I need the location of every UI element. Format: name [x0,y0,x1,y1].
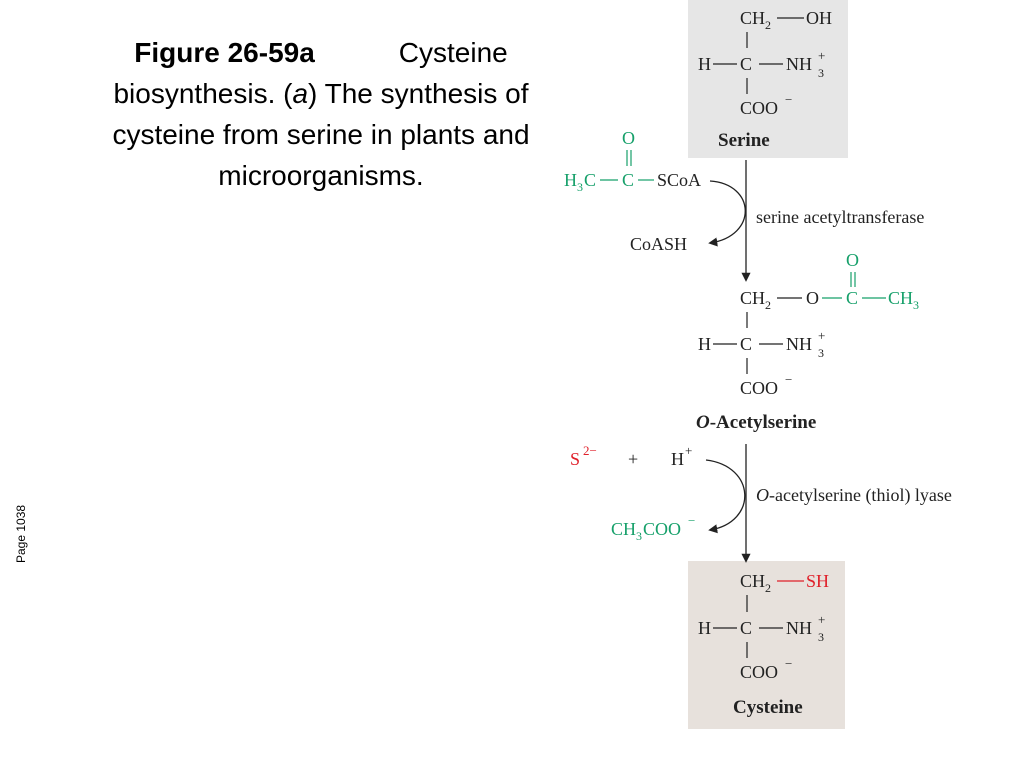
svg-text:C: C [622,170,634,190]
svg-text:3: 3 [636,529,642,543]
svg-text:C: C [740,618,752,638]
coash-label: CoASH [630,234,687,254]
svg-text:C: C [846,288,858,308]
acetyl-coa-structure: O H 3 C C SCoA [564,128,701,194]
svg-text:3: 3 [577,180,583,194]
coash-curved-arrow [708,180,746,247]
svg-text:H: H [698,54,711,74]
sulfide-charge: 2− [583,443,597,458]
cysteine-box [688,561,845,729]
svg-text:H: H [698,334,711,354]
svg-text:H: H [564,170,577,190]
caption-text-2: ) The synthesis of cysteine from serine … [112,78,530,191]
svg-text:−: − [785,92,792,107]
serine-box [688,0,848,158]
serine-label: Serine [718,130,770,151]
figure-label: Figure 26-59a [134,37,315,68]
svg-text:COO: COO [740,662,778,682]
svg-text:C: C [740,334,752,354]
svg-text:C: C [740,54,752,74]
svg-text:COO: COO [643,519,681,539]
svg-text:2: 2 [765,298,771,312]
svg-text:NH: NH [786,54,812,74]
proton-charge: + [685,443,692,458]
cysteine-label: Cysteine [733,697,803,718]
serine-structure: CH 2 OH H C NH + 3 COO − [698,8,832,118]
caption-italic: a [292,78,309,109]
svg-text:3: 3 [818,66,824,80]
caption-text-1: Cysteine biosynthesis. ( [113,37,508,109]
svg-text:2: 2 [765,581,771,595]
svg-text:CH: CH [611,519,636,539]
svg-text:−: − [785,656,792,671]
svg-text:O: O [622,128,635,148]
svg-text:3: 3 [818,346,824,360]
svg-text:SH: SH [806,571,829,591]
svg-text:COO: COO [740,98,778,118]
svg-text:2: 2 [765,18,771,32]
svg-text:CH: CH [740,571,765,591]
svg-text:O: O [806,288,819,308]
cysteine-structure: CH 2 SH H C NH + 3 COO − [698,571,829,682]
svg-text:NH: NH [786,334,812,354]
svg-text:CH: CH [740,8,765,28]
svg-text:C: C [584,170,596,190]
o-acetylserine-label: O-Acetylserine [696,412,816,433]
svg-text:COO: COO [740,378,778,398]
svg-text:CH: CH [888,288,913,308]
svg-text:3: 3 [818,630,824,644]
sulfide-ion: S [570,449,580,469]
svg-text:H: H [698,618,711,638]
svg-text:OH: OH [806,8,832,28]
svg-text:3: 3 [913,298,919,312]
acetate-product: CH 3 COO − [611,513,695,543]
svg-text:+: + [818,328,825,343]
enzyme-2-label: O-acetylserine (thiol) lyase [756,485,952,506]
enzyme-1-label: serine acetyltransferase [756,207,924,227]
svg-text:−: − [688,513,695,528]
svg-text:CH: CH [740,288,765,308]
plus-sign: + [628,449,638,469]
proton: H [671,449,684,469]
o-acetylserine-structure: O CH 2 O C CH 3 H C NH + 3 COO − [698,250,919,398]
svg-text:SCoA: SCoA [657,170,701,190]
svg-text:+: + [818,612,825,627]
svg-text:O: O [846,250,859,270]
svg-text:NH: NH [786,618,812,638]
acetate-curved-arrow [705,459,746,534]
svg-text:−: − [785,372,792,387]
svg-text:+: + [818,48,825,63]
